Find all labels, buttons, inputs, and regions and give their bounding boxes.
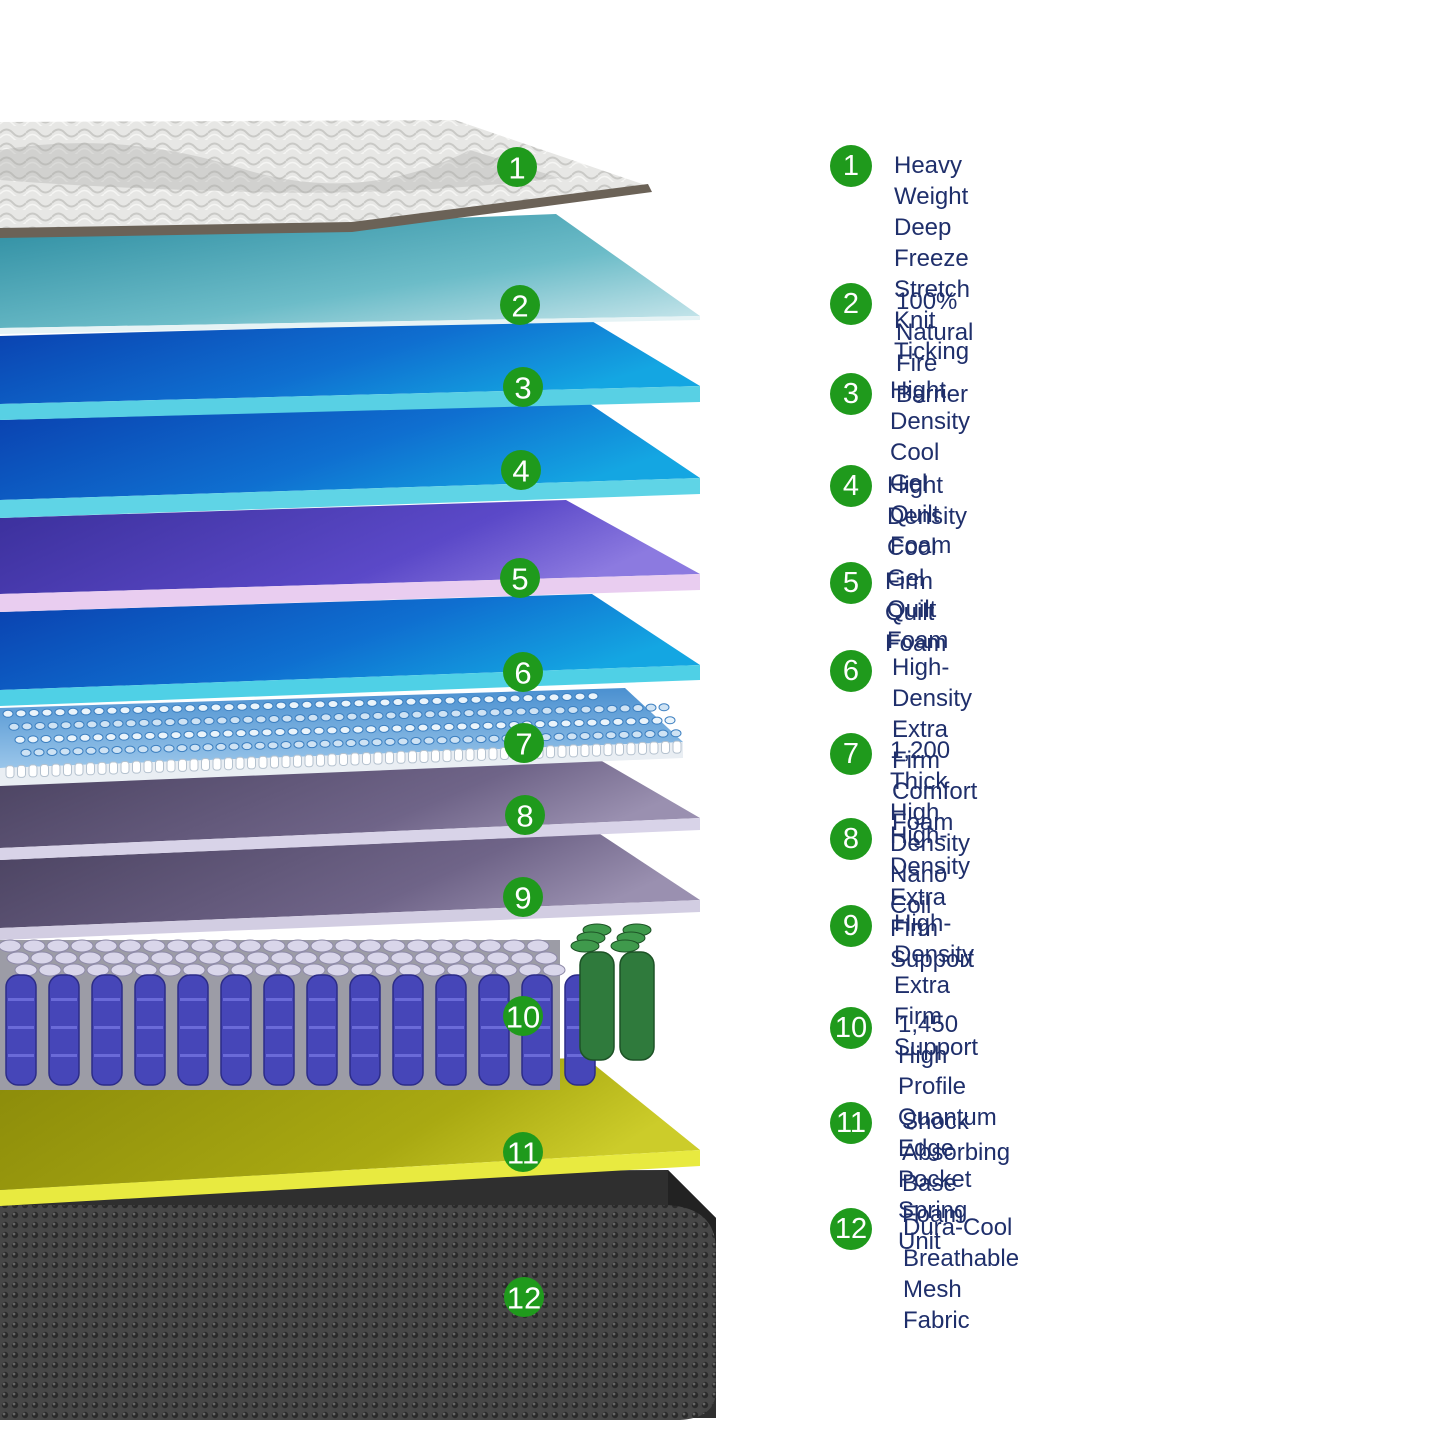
diagram-badge-11: 11 bbox=[503, 1132, 543, 1172]
diagram-badge-1: 1 bbox=[497, 147, 537, 187]
diagram-badge-5: 5 bbox=[500, 558, 540, 598]
legend-number-badge: 11 bbox=[830, 1102, 872, 1144]
diagram-badge-number: 10 bbox=[506, 1000, 540, 1035]
diagram-badge-number: 1 bbox=[508, 151, 525, 186]
legend-label: Heavy Weight Deep Freeze Stretch Knit Ti… bbox=[894, 152, 971, 365]
diagram-badge-9: 9 bbox=[503, 877, 543, 917]
diagram-badge-12: 12 bbox=[504, 1277, 544, 1317]
diagram-badge-7: 7 bbox=[504, 723, 544, 763]
diagram-badge-10: 10 bbox=[503, 996, 543, 1036]
layer-12-mesh-fabric bbox=[0, 1170, 716, 1420]
diagram-badge-number: 2 bbox=[511, 289, 528, 324]
legend-number-badge: 8 bbox=[830, 818, 872, 860]
legend-label: High-Density Extra Firm Support bbox=[894, 910, 979, 1061]
diagram-badge-number: 4 bbox=[512, 454, 529, 489]
legend-label: Dura-Cool Breathable Mesh Fabric bbox=[903, 1214, 1020, 1334]
diagram-badge-number: 3 bbox=[514, 371, 531, 406]
legend-number-badge: 9 bbox=[830, 905, 872, 947]
legend-label: 1,200 Thick High Density Nano Coil bbox=[890, 737, 971, 919]
legend-label: 100% Natural Fire Barrier bbox=[896, 288, 974, 408]
legend-number-badge: 12 bbox=[830, 1208, 872, 1250]
layer-1-knit-ticking bbox=[0, 120, 652, 238]
diagram-badge-6: 6 bbox=[503, 652, 543, 692]
diagram-badge-number: 7 bbox=[515, 727, 532, 762]
diagram-badge-number: 8 bbox=[516, 799, 533, 834]
diagram-badge-2: 2 bbox=[500, 285, 540, 325]
diagram-badge-number: 11 bbox=[507, 1136, 539, 1171]
legend-label: Shock Absorbing Base Foam bbox=[902, 1108, 1011, 1228]
layer-4-gel-foam bbox=[0, 404, 700, 518]
legend-number-badge: 5 bbox=[830, 562, 872, 604]
layer-5-firm-foam bbox=[0, 500, 700, 612]
diagram-badge-3: 3 bbox=[503, 367, 543, 407]
diagram-badge-number: 12 bbox=[507, 1281, 541, 1316]
legend-label: Hight Density Cool Gel Quilt Foam bbox=[887, 472, 968, 654]
legend-number-badge: 1 bbox=[830, 145, 872, 187]
legend-label: 1,450 High Profile Quantum Edge Pocket S… bbox=[898, 1011, 997, 1255]
diagram-badge-4: 4 bbox=[501, 450, 541, 490]
diagram-badge-8: 8 bbox=[505, 795, 545, 835]
legend-label: Hight Density Cool Gel Quilt Foam bbox=[890, 377, 971, 559]
layer-3-gel-foam bbox=[0, 320, 700, 420]
diagram-badge-number: 5 bbox=[511, 562, 528, 597]
legend-number-badge: 10 bbox=[830, 1007, 872, 1049]
legend-number-badge: 6 bbox=[830, 650, 872, 692]
legend-number-badge: 2 bbox=[830, 283, 872, 325]
legend-number-badge: 3 bbox=[830, 373, 872, 415]
layer-10-pocket-spring bbox=[0, 923, 655, 1090]
legend-label: High-Density Extra Firm Support bbox=[890, 822, 975, 973]
legend-label: High-Density Extra Firm Comfort Foam bbox=[892, 654, 978, 836]
diagram-badge-number: 6 bbox=[514, 656, 531, 691]
legend-label: Firm Quilt Foam bbox=[885, 568, 947, 657]
legend-number-badge: 4 bbox=[830, 465, 872, 507]
diagram-badge-number: 9 bbox=[514, 881, 531, 916]
legend-number-badge: 7 bbox=[830, 733, 872, 775]
